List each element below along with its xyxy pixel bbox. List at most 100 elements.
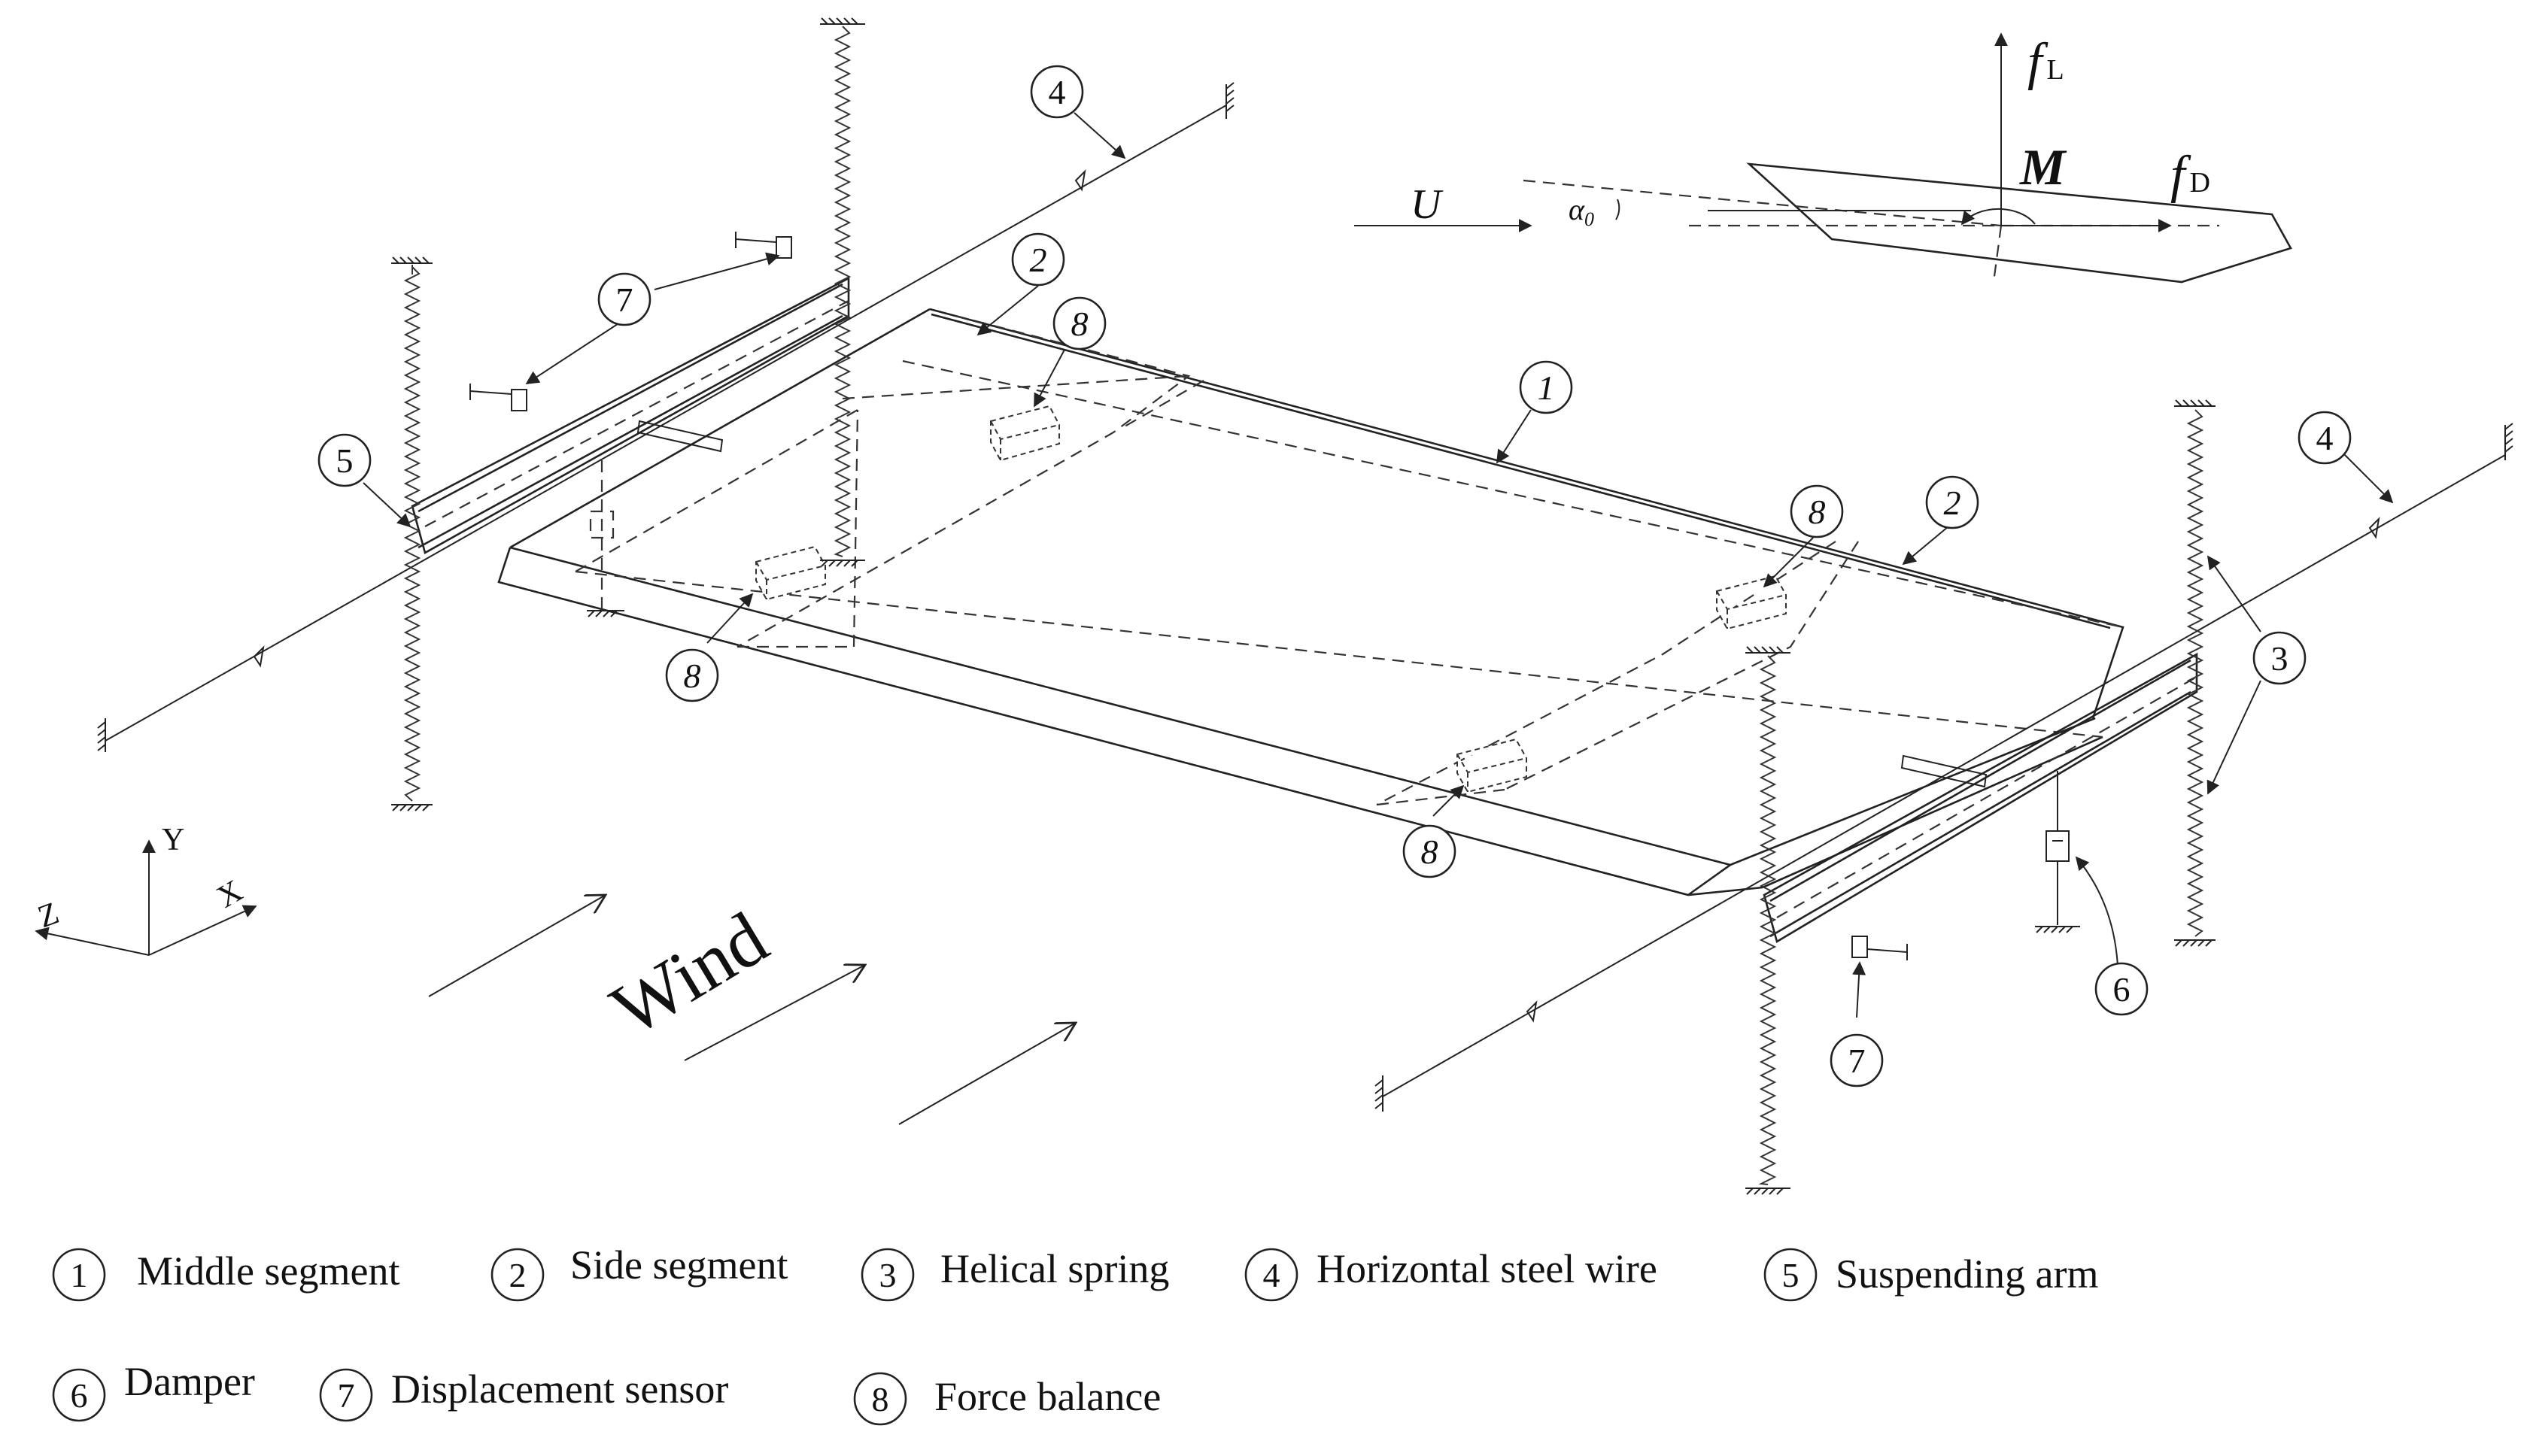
section-model (497, 308, 2124, 896)
callout-markers: 4 4 5 7 7 6 3 1 2 2 8 8 8 8 (317, 65, 2352, 1087)
callout-6: 6 (2094, 962, 2149, 1016)
svg-text:2: 2 (509, 1256, 527, 1294)
callout-8-d: 8 (1402, 824, 1456, 878)
svg-text:7: 7 (338, 1376, 355, 1415)
svg-text:3: 3 (2271, 639, 2288, 678)
force-balance-2 (755, 545, 826, 601)
arm-pin-left (636, 420, 724, 453)
moment-arrow (1960, 208, 2036, 226)
displacement-sensor-left-b (469, 384, 527, 411)
force-balances (755, 405, 1787, 793)
callout-4-right: 4 (2298, 411, 2352, 465)
moment-label: M (2019, 138, 2067, 196)
legend-item-4: 4 Horizontal steel wire (1244, 1246, 1657, 1302)
svg-text:8: 8 (1809, 493, 1826, 531)
ground-hatch (1374, 423, 2513, 1112)
callout-4-left: 4 (1030, 65, 1084, 119)
inset-axis-line (1992, 225, 2003, 283)
svg-text:Helical spring: Helical spring (940, 1246, 1169, 1291)
svg-text:8: 8 (1071, 305, 1089, 343)
svg-text:Side segment: Side segment (570, 1242, 788, 1288)
callout-7-right: 7 (1830, 1033, 1884, 1087)
svg-text:5: 5 (1782, 1256, 1799, 1294)
legend-item-2: 2 Side segment (490, 1242, 788, 1302)
svg-text:Middle segment: Middle segment (137, 1248, 399, 1294)
svg-text:3: 3 (879, 1256, 897, 1294)
callout-7-left: 7 (597, 272, 651, 326)
wind-label: Wind (597, 896, 781, 1052)
wind-arrow (428, 895, 606, 997)
svg-text:2: 2 (1030, 241, 1047, 279)
arm-pin-right (1900, 754, 1988, 788)
svg-text:4: 4 (2316, 419, 2334, 457)
callout-8-a: 8 (1052, 296, 1107, 350)
legend-item-6: 6 Damper (52, 1359, 255, 1422)
deck-front-face (497, 546, 1763, 896)
inset-reference-lines (1523, 179, 2219, 227)
y-axis-label: Y (162, 823, 184, 857)
callout-3: 3 (2252, 631, 2307, 685)
segment-boundaries (575, 314, 2124, 806)
callout-2-left: 2 (1011, 232, 1065, 287)
svg-text:2: 2 (1944, 484, 1961, 522)
arm-centerline (1776, 676, 2197, 918)
helical-spring (2186, 409, 2204, 937)
right-suspension (1374, 399, 2513, 1195)
deck-bottom-edge (498, 581, 1689, 896)
inset-section-outline (1746, 162, 2292, 284)
spring-left-outer (391, 256, 433, 811)
x-axis-arrow (148, 905, 257, 956)
legend-item-1: 1 Middle segment (52, 1248, 399, 1302)
helical-spring (834, 26, 852, 557)
arm-centerline (424, 300, 849, 527)
side-segment-outline (575, 409, 859, 648)
callout-leaders (363, 112, 2394, 1018)
x-axis-label: X (211, 874, 248, 915)
ground-hatch (97, 82, 1235, 752)
force-balance-1 (990, 405, 1060, 462)
force-balance-3 (1716, 575, 1787, 630)
spring-right-inner (1745, 646, 1790, 1195)
callout-1: 1 (1519, 360, 1573, 414)
legend-item-5: 5 Suspending arm (1763, 1248, 2098, 1302)
svg-text:7: 7 (616, 281, 633, 319)
svg-text:Force balance: Force balance (934, 1374, 1161, 1419)
deck-top-edges (509, 308, 2124, 719)
velocity-label: U (1411, 181, 1444, 228)
displacement-sensor-right (1851, 936, 1908, 960)
helical-springs (403, 26, 2204, 1185)
svg-text:6: 6 (71, 1376, 88, 1415)
legend-item-8: 8 Force balance (853, 1372, 1161, 1426)
damper (2035, 771, 2080, 933)
wind-arrow (684, 965, 865, 1061)
svg-text:1: 1 (1538, 369, 1555, 407)
suspending-arm-left (411, 276, 850, 554)
callout-2-right: 2 (1925, 475, 1979, 529)
steel-wire-left (105, 105, 1227, 742)
svg-text:7: 7 (1848, 1042, 1866, 1080)
svg-text:8: 8 (684, 657, 701, 695)
legend: 1 Middle segment 2 Side segment 3 Helica… (52, 1242, 2098, 1426)
axis-triad: Y X Z (34, 823, 257, 956)
wire-break-mark (1526, 1000, 1538, 1023)
z-axis-arrow (35, 927, 150, 956)
svg-text:4: 4 (1263, 1256, 1280, 1294)
wire-break-mark (1074, 169, 1086, 192)
steel-wire-right (1382, 454, 2506, 1097)
alpha-label: α0 (1569, 193, 1594, 230)
hidden-damper-left (589, 460, 615, 609)
force-balance-4 (1456, 738, 1527, 793)
spring-left-inner (820, 17, 865, 567)
wind-arrows: Wind (428, 895, 1076, 1125)
svg-text:Damper: Damper (124, 1359, 255, 1404)
displacement-sensor-left-a (735, 232, 792, 259)
wire-break-mark (253, 645, 265, 668)
callout-8-b: 8 (665, 648, 719, 702)
svg-text:8: 8 (872, 1380, 889, 1418)
spring-right-outer (2174, 399, 2216, 947)
deck-end-face (1730, 717, 2103, 889)
